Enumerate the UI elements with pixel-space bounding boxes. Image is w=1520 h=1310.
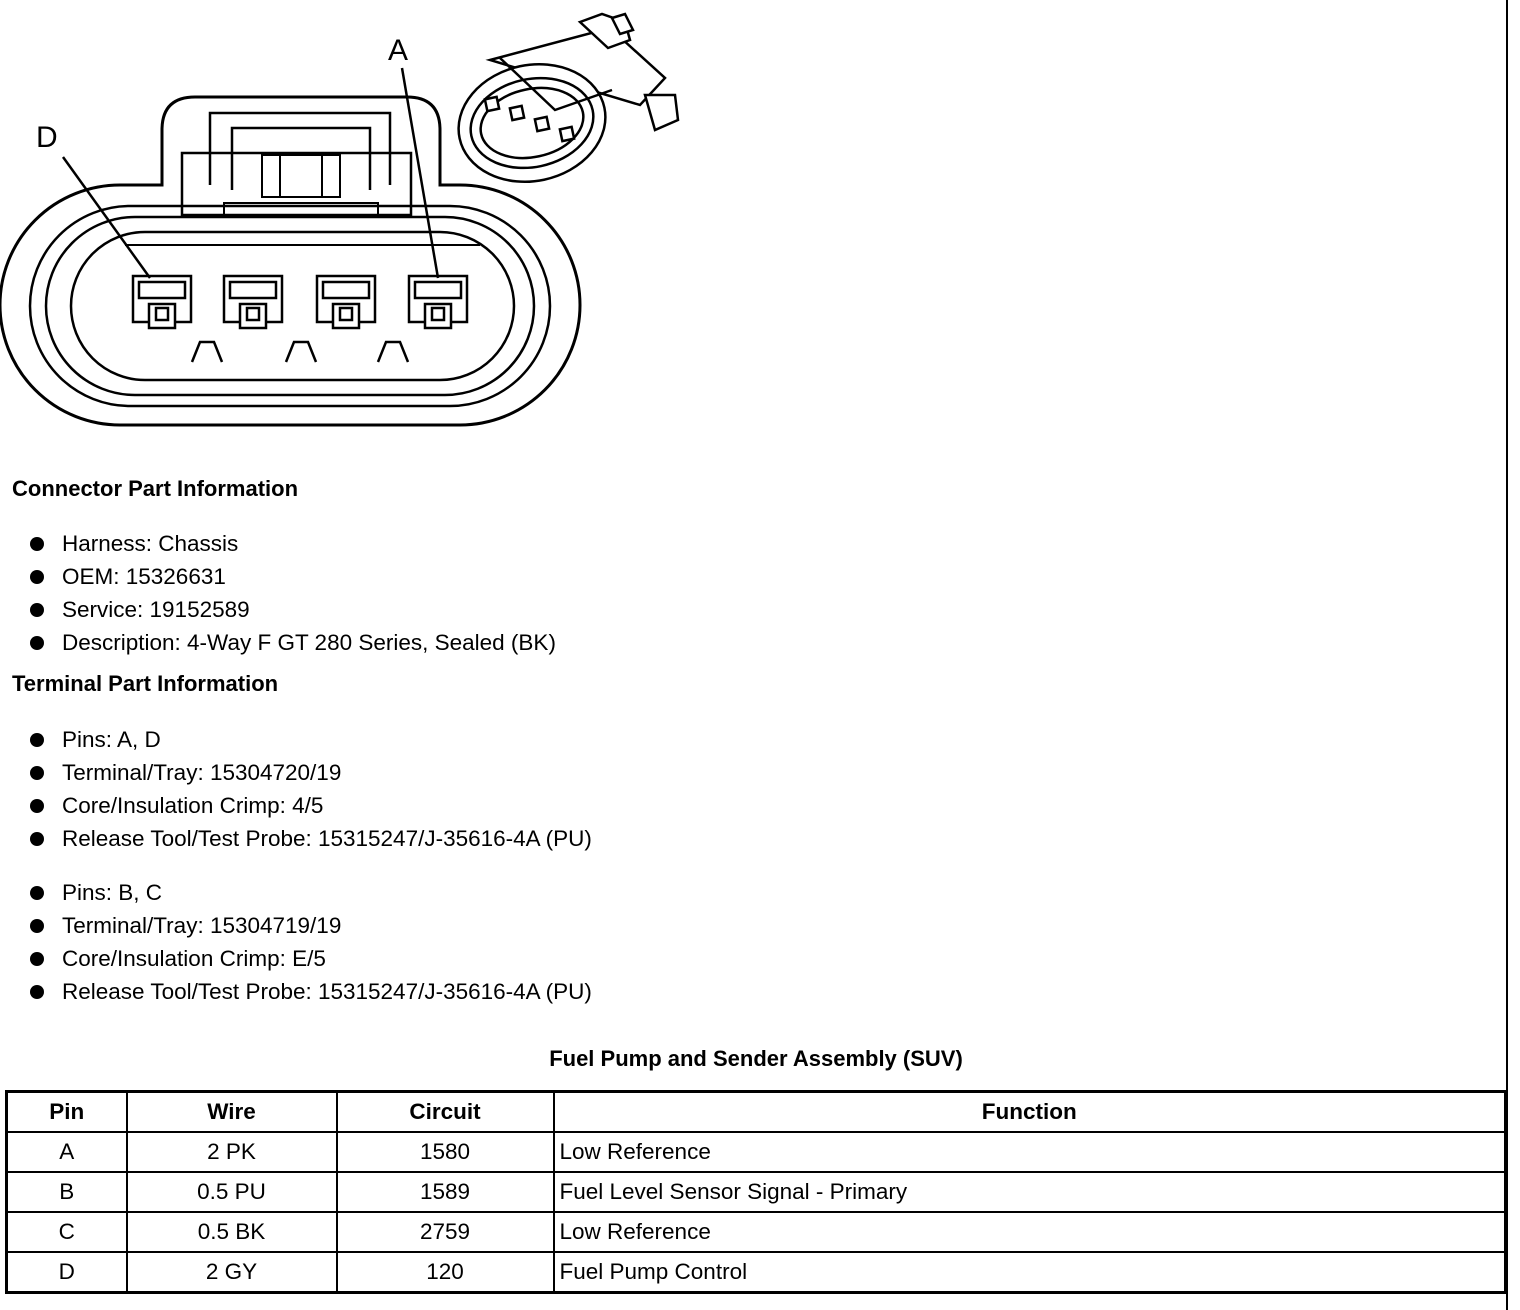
bullet-icon [30, 919, 44, 933]
bullet-icon [30, 766, 44, 780]
cell-function: Low Reference [552, 1211, 1507, 1253]
terminal-cavity-a [407, 274, 469, 330]
list-item: Release Tool/Test Probe: 15315247/J-3561… [28, 822, 592, 855]
table-row: B 0.5 PU 1589 Fuel Level Sensor Signal -… [5, 1171, 1507, 1213]
cell-circuit: 2759 [335, 1211, 555, 1253]
list-item: Terminal/Tray: 15304719/19 [28, 909, 592, 942]
pinout-table: Pin Wire Circuit Function A 2 PK 1580 Lo… [5, 1090, 1507, 1294]
bullet-icon [30, 832, 44, 846]
bullet-icon [30, 537, 44, 551]
lock-window [261, 154, 341, 198]
cell-function: Fuel Pump Control [552, 1251, 1507, 1294]
connector-seal-ring [28, 204, 552, 408]
cell-pin: D [5, 1251, 128, 1294]
list-item: OEM: 15326631 [28, 560, 556, 593]
cell-pin: C [5, 1211, 128, 1253]
connector-diagram: D A [0, 12, 680, 427]
terminal-info-title: Terminal Part Information [12, 671, 279, 696]
connector-info-title: Connector Part Information [12, 476, 299, 501]
terminal-cavity-b [315, 274, 377, 330]
keying-bump [284, 340, 318, 363]
list-item: Service: 19152589 [28, 593, 556, 626]
list-item: Pins: A, D [28, 723, 592, 756]
terminal-group-2-list: Pins: B, C Terminal/Tray: 15304719/19 Co… [28, 876, 592, 1008]
lock-base [223, 202, 379, 218]
leader-line-a [400, 67, 440, 279]
list-item: Harness: Chassis [28, 527, 556, 560]
cell-circuit: 1589 [335, 1171, 555, 1213]
bullet-icon [30, 603, 44, 617]
keying-bump [376, 340, 410, 363]
list-item: Description: 4-Way F GT 280 Series, Seal… [28, 626, 556, 659]
bullet-icon [30, 952, 44, 966]
list-item: Release Tool/Test Probe: 15315247/J-3561… [28, 975, 592, 1008]
column-header-function: Function [552, 1090, 1507, 1133]
keying-bump [190, 340, 224, 363]
list-item: Core/Insulation Crimp: E/5 [28, 942, 592, 975]
column-header-circuit: Circuit [335, 1090, 555, 1133]
column-header-wire: Wire [125, 1090, 338, 1133]
connector-info-list: Harness: Chassis OEM: 15326631 Service: … [28, 527, 556, 659]
cell-wire: 2 PK [125, 1131, 338, 1173]
cell-pin: B [5, 1171, 128, 1213]
connector-seal-ring [44, 215, 536, 397]
lock-frame [180, 151, 413, 217]
table-row: C 0.5 BK 2759 Low Reference [5, 1211, 1507, 1253]
terminal-cavity-d [131, 274, 193, 330]
leader-line-d [61, 156, 152, 279]
connector-cavity-face [69, 230, 516, 382]
bullet-icon [30, 985, 44, 999]
pin-label-a: A [388, 34, 408, 67]
table-row: A 2 PK 1580 Low Reference [5, 1131, 1507, 1173]
lock-latch [230, 126, 372, 190]
table-title: Fuel Pump and Sender Assembly (SUV) [549, 1046, 963, 1071]
cell-wire: 0.5 BK [125, 1211, 338, 1253]
list-item: Pins: B, C [28, 876, 592, 909]
page-border-line [1506, 0, 1508, 1310]
terminal-cavity-c [222, 274, 284, 330]
bullet-icon [30, 570, 44, 584]
cell-function: Fuel Level Sensor Signal - Primary [552, 1171, 1507, 1213]
bullet-icon [30, 636, 44, 650]
cell-wire: 2 GY [125, 1251, 338, 1294]
list-item: Terminal/Tray: 15304720/19 [28, 756, 592, 789]
column-header-pin: Pin [5, 1090, 128, 1133]
bullet-icon [30, 733, 44, 747]
pin-label-d: D [36, 121, 58, 154]
table-header-row: Pin Wire Circuit Function [5, 1090, 1507, 1133]
cell-circuit: 1580 [335, 1131, 555, 1173]
cell-wire: 0.5 PU [125, 1171, 338, 1213]
cell-function: Low Reference [552, 1131, 1507, 1173]
bullet-icon [30, 799, 44, 813]
terminal-group-1-list: Pins: A, D Terminal/Tray: 15304720/19 Co… [28, 723, 592, 855]
bullet-icon [30, 886, 44, 900]
list-item: Core/Insulation Crimp: 4/5 [28, 789, 592, 822]
cell-circuit: 120 [335, 1251, 555, 1294]
table-row: D 2 GY 120 Fuel Pump Control [5, 1251, 1507, 1294]
lock-tab [208, 111, 392, 185]
cell-pin: A [5, 1131, 128, 1173]
connector-3d-thumbnail [457, 12, 680, 184]
